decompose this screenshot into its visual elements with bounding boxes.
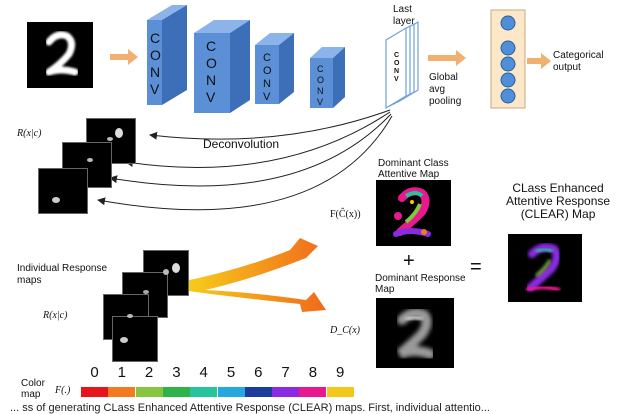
conv-label-3: CONV [263,52,272,103]
color-map-digit-5: 5 [226,364,236,381]
output-node [500,40,516,56]
color-map-digit-2: 2 [144,364,154,381]
split-arrow [180,238,326,312]
color-map-swatch-6 [244,387,272,397]
conv-label-1: CONV [150,30,161,97]
color-map-swatch-4 [190,387,218,397]
deconv-arrow [149,109,391,140]
dominant-class-attentive-map [376,180,451,246]
last-layer-line1: Last [393,4,412,15]
last-layer-stack [385,20,419,110]
color-map-line1: Color [21,378,45,389]
plus-sign: + [403,250,415,272]
output-node [500,15,516,31]
color-map-digit-9: 9 [336,364,345,381]
pooling-arrow [428,50,466,66]
color-map-swatch-0 [81,387,108,397]
input-to-conv-arrow [110,49,138,65]
dominant-class-line1: Dominant Class [378,158,449,169]
color-map-digit-1: 1 [117,364,126,381]
dominant-class-line2: Attentive Map [378,169,440,180]
deconv-arrow [109,113,392,187]
clear-map [508,234,582,302]
pooling-line1: Global [429,72,458,83]
conv-block-3 [255,33,294,104]
clear-line3: (CLEAR) Map [520,207,596,221]
categorical-line2: output [553,62,581,73]
f-c-hat-x-label: F(Ĉ(x)) [330,209,361,220]
d-c-x-label: D_C(x) [330,325,360,336]
clear-line2: Attentive Response [506,194,611,208]
color-map-digit-3: 3 [172,364,181,381]
conv-block-1 [147,5,187,105]
color-map-digit-0: 0 [90,364,99,381]
deconv-arrow [97,115,393,211]
conv-block-2 [194,20,250,113]
color-map-swatch-2 [135,387,163,397]
conv-label-2: CONV [206,38,217,105]
output-node [500,56,516,72]
deconv-arrow [125,111,391,169]
r-x-c-bottom-label: R(x|c) [43,310,68,321]
conv-label-4: CONV [317,64,325,107]
pooling-line2: avg [429,84,446,95]
color-map-swatch-7 [272,387,300,397]
color-map-digit-8: 8 [308,364,318,381]
dominant-class-label: Dominant Class Attentive Map [378,158,449,180]
clear-map-label: CLass Enhanced Attentive Response (CLEAR… [506,182,610,221]
individual-response-line1: Individual Response [17,263,108,274]
dominant-response-label: Dominant Response Map [375,273,466,295]
color-map-digit-4: 4 [199,364,208,381]
individual-response-label: Individual Response maps [17,263,107,287]
dominant-response-line2: Map [375,284,395,295]
color-map-swatch-3 [162,387,190,397]
global-pooling-label: Global avg pooling [429,72,461,108]
input-digit-image [27,22,93,88]
response-map [112,316,158,362]
dominant-response-line1: Dominant Response [375,273,466,284]
output-node [500,72,516,88]
output-arrow [527,53,551,69]
conv-label-last: CONV [394,52,400,83]
color-map-swatch-5 [217,387,245,397]
last-layer-line2: layer [393,16,415,27]
deconvolution-label: Deconvolution [203,137,280,151]
color-map-label: Color map [21,378,45,400]
color-map-line2: map [21,389,41,400]
categorical-output-label: Categorical output [553,50,604,74]
color-map-digit-6: 6 [254,364,263,381]
color-map-swatch-1 [108,387,136,397]
output-node [500,88,516,104]
color-map-swatch-8 [299,387,327,397]
color-map-digit-7: 7 [281,364,290,381]
d-c-x-text: D_C(x) [330,325,360,336]
response-map [38,168,88,214]
conv-block-4 [310,47,345,108]
r-x-c-top-label: R(x|c) [17,128,42,139]
clear-line1: CLass Enhanced [512,181,604,195]
dominant-response-map [376,298,454,368]
individual-response-line2: maps [17,275,42,286]
color-map-swatch-9 [326,387,354,397]
categorical-line1: Categorical [553,50,604,61]
f-dot-label: F(.) [55,385,71,396]
last-layer-label: Last layer [393,4,415,28]
caption-fragment: ... ss of generating CLass Enhanced Atte… [10,402,490,414]
equals-sign: = [470,256,482,278]
pooling-line3: pooling [429,96,462,107]
